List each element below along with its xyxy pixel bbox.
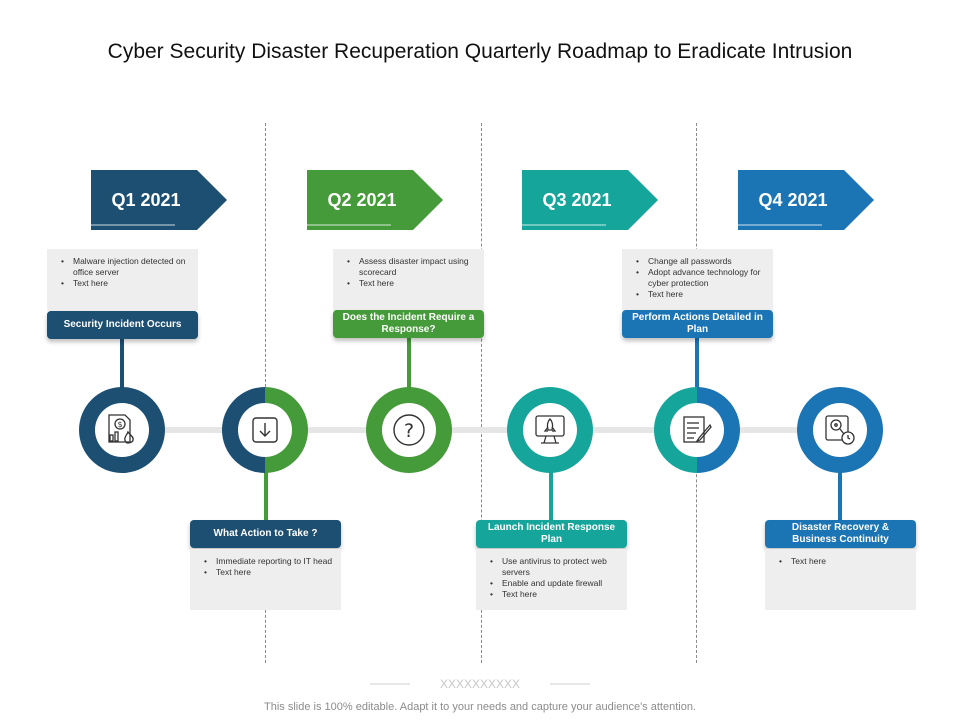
quarter-label: Q2 2021 (327, 190, 397, 210)
question-mark-icon: ? (393, 414, 425, 446)
note-bullet: Text here (636, 289, 767, 300)
step-node-1: $ (79, 387, 165, 473)
note-bullet: Text here (204, 567, 335, 578)
connector (695, 336, 699, 390)
disk-recovery-icon (825, 415, 855, 445)
step-notes-6: Text here (765, 549, 916, 610)
rocket-monitor-icon (535, 415, 565, 444)
step-node-2 (222, 387, 308, 473)
connector (549, 470, 553, 522)
step-notes-3: Assess disaster impact using scorecard T… (333, 249, 484, 311)
step-label-perform-actions: Perform Actions Detailed in Plan (622, 310, 773, 338)
connector (120, 336, 124, 390)
step-node-5 (654, 387, 740, 473)
download-arrow-icon (252, 417, 278, 443)
quarter-label: Q3 2021 (542, 190, 612, 210)
financial-report-fire-icon: $ (108, 414, 134, 444)
svg-text:?: ? (404, 420, 414, 442)
step-label-disaster-recovery: Disaster Recovery & Business Continuity (765, 520, 916, 548)
quarter-label: Q4 2021 (758, 190, 828, 210)
note-bullet: Change all passwords (636, 256, 767, 267)
quarter-tag-q1: Q1 2021 (91, 170, 227, 230)
note-bullet: Enable and update firewall (490, 578, 621, 589)
timeline-track (120, 427, 840, 433)
footer-text: This slide is 100% editable. Adapt it to… (264, 701, 696, 713)
step-notes-5: Change all passwords Adopt advance techn… (622, 249, 773, 311)
step-notes-4: Use antivirus to protect web servers Ena… (476, 549, 627, 610)
quarter-label: Q1 2021 (111, 190, 181, 210)
step-label-security-incident-occurs: Security Incident Occurs (47, 311, 198, 339)
note-bullet: Text here (490, 589, 621, 600)
footer-placeholder: XXXXXXXXXX (370, 676, 590, 692)
note-bullet: Text here (61, 278, 192, 289)
step-label-does-incident-require-response: Does the Incident Require a Response? (333, 310, 484, 338)
page-title: Cyber Security Disaster Recuperation Qua… (107, 40, 853, 63)
step-node-4 (507, 387, 593, 473)
note-bullet: Text here (779, 556, 910, 567)
quarter-divider (481, 123, 482, 663)
step-notes-2: Immediate reporting to IT head Text here (190, 549, 341, 610)
footer-placeholder-text: XXXXXXXXXX (440, 677, 520, 691)
note-bullet: Immediate reporting to IT head (204, 556, 335, 567)
document-edit-icon (683, 416, 712, 443)
step-label-what-action-to-take: What Action to Take ? (190, 520, 341, 548)
note-bullet: Use antivirus to protect web servers (490, 556, 621, 578)
connector (407, 336, 411, 390)
step-label-launch-incident-response: Launch Incident Response Plan (476, 520, 627, 548)
connector (838, 470, 842, 522)
connector (264, 470, 268, 522)
svg-text:$: $ (117, 420, 122, 429)
step-node-6 (797, 387, 883, 473)
step-node-3: ? (366, 387, 452, 473)
note-bullet: Adopt advance technology for cyber prote… (636, 267, 767, 289)
note-bullet: Text here (347, 278, 478, 289)
note-bullet: Assess disaster impact using scorecard (347, 256, 478, 278)
quarter-tag-q4: Q4 2021 (738, 170, 874, 230)
quarter-tag-q2: Q2 2021 (307, 170, 443, 230)
step-notes-1: Malware injection detected on office ser… (47, 249, 198, 311)
note-bullet: Malware injection detected on office ser… (61, 256, 192, 278)
quarter-tag-q3: Q3 2021 (522, 170, 658, 230)
